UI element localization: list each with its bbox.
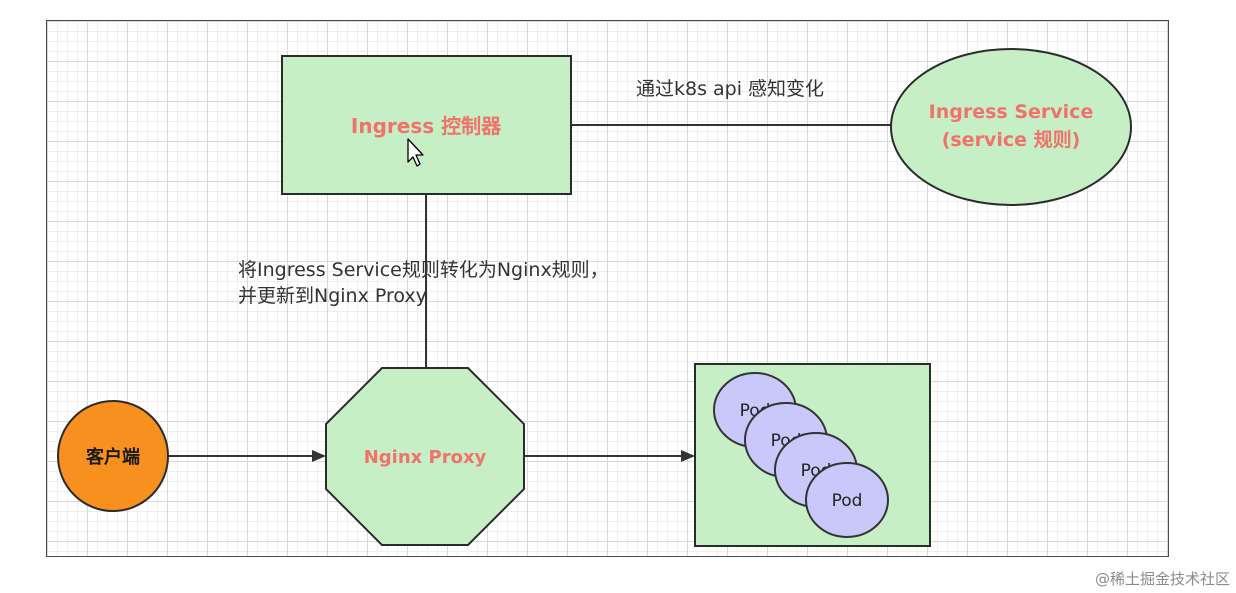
pod-4-label: Pod — [832, 491, 863, 511]
nginx-proxy-label: Nginx Proxy — [364, 447, 487, 468]
client-node[interactable]: 客户端 — [57, 400, 169, 512]
ingress-controller-node[interactable]: Ingress 控制器 — [281, 55, 572, 195]
ingress-service-label-line2: (service 规则) — [942, 128, 1081, 151]
ingress-service-node[interactable]: Ingress Service (service 规则) — [890, 48, 1132, 206]
pod-4[interactable]: Pod — [805, 462, 889, 538]
ingress-service-label-line1: Ingress Service — [929, 101, 1094, 123]
ingress-controller-label: Ingress 控制器 — [351, 114, 502, 138]
watermark: @稀土掘金技术社区 — [1094, 570, 1230, 588]
edge-label-k8s-api: 通过k8s api 感知变化 — [636, 78, 824, 100]
nginx-proxy-node[interactable]: Nginx Proxy — [325, 367, 525, 546]
client-label: 客户端 — [86, 446, 140, 468]
mouse-pointer-icon — [407, 138, 424, 167]
edge-label-update-line1: 将Ingress Service规则转化为Nginx规则， — [238, 259, 609, 281]
edge-label-update-line2: 并更新到Nginx Proxy — [238, 285, 427, 307]
pods-container[interactable]: Pod Pod Pod Pod — [694, 363, 931, 547]
